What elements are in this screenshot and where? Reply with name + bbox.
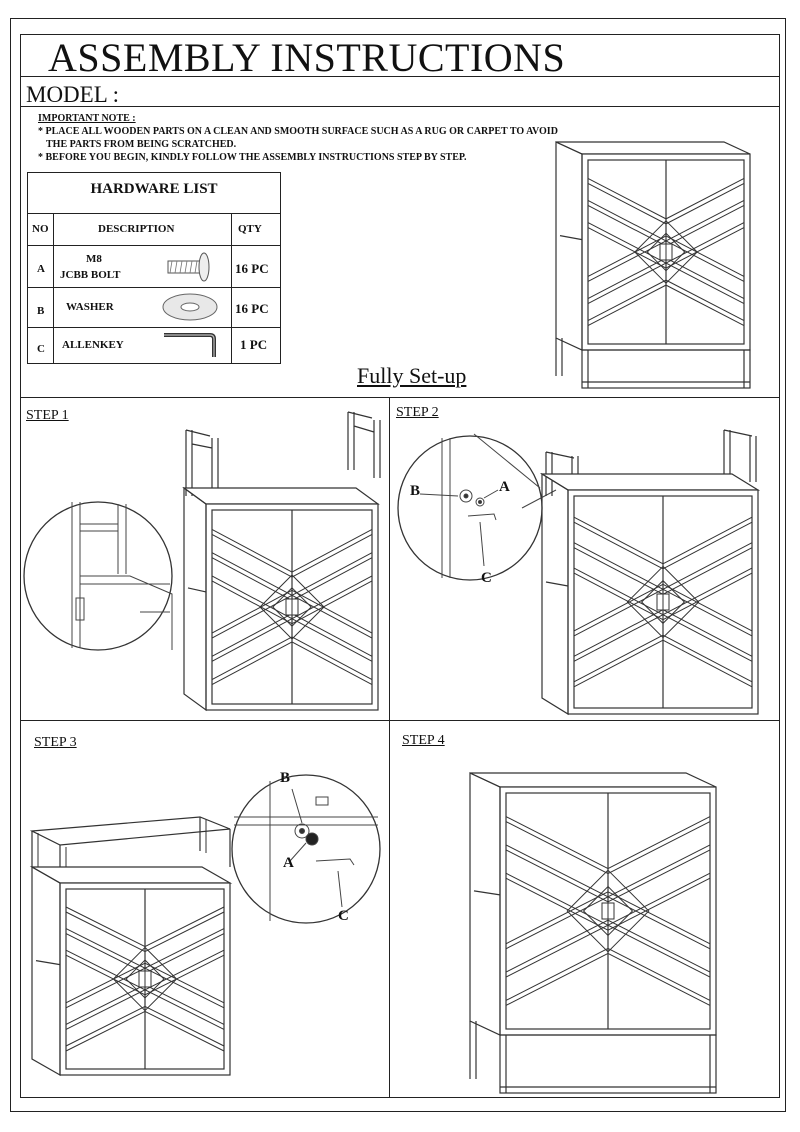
note-line-3: * BEFORE YOU BEGIN, KINDLY FOLLOW THE AS… [38, 152, 467, 163]
row-c-desc: ALLENKEY [62, 339, 124, 351]
note-line-1: * PLACE ALL WOODEN PARTS ON A CLEAN AND … [38, 126, 558, 137]
row-b-no: B [37, 305, 45, 317]
col-qty: QTY [238, 223, 262, 235]
bolt-icon [167, 252, 210, 282]
row-a-qty: 16 PC [235, 261, 269, 276]
step-divider-vertical [389, 397, 390, 1097]
callout-a-step2: A [499, 479, 510, 495]
model-rule [20, 106, 780, 107]
model-label: MODEL : [26, 82, 120, 107]
hardware-table: HARDWARE LIST NO DESCRIPTION QTY A M8 JC… [27, 172, 281, 364]
callout-c-step3: C [338, 908, 349, 924]
col-no: NO [32, 223, 49, 235]
allen-key-icon [164, 333, 216, 357]
row-b-desc: WASHER [66, 301, 114, 313]
washer-icon [162, 293, 218, 321]
row-a-desc2: JCBB BOLT [60, 269, 121, 281]
hardware-title: HARDWARE LIST [90, 181, 218, 197]
cabinet-fully-set-up [555, 141, 751, 389]
row-a-desc1: M8 [86, 253, 102, 265]
step-1-label: STEP 1 [26, 408, 69, 423]
callout-a-step3: A [283, 855, 294, 871]
step-2-illustration [397, 429, 761, 716]
step-3-label: STEP 3 [34, 735, 77, 750]
callout-b-step3: B [280, 770, 291, 786]
step-4-label: STEP 4 [402, 733, 445, 748]
title-rule [20, 76, 780, 77]
row-c-qty: 1 PC [240, 337, 268, 352]
callout-b-step2: B [410, 483, 421, 499]
row-c-no: C [37, 343, 45, 355]
col-description: DESCRIPTION [98, 223, 175, 235]
step-3-illustration [29, 774, 381, 1077]
step-divider-middle [20, 720, 780, 721]
note-line-2: THE PARTS FROM BEING SCRATCHED. [46, 139, 237, 150]
step-4-illustration [469, 772, 717, 1094]
step-2-label: STEP 2 [396, 405, 439, 420]
row-b-qty: 16 PC [235, 301, 269, 316]
row-a-no: A [37, 263, 45, 275]
outer-frame [10, 18, 786, 1112]
step-divider-top [20, 397, 780, 398]
fully-set-up-label: Fully Set-up [357, 363, 467, 388]
callout-c-step2: C [481, 570, 492, 586]
page-title: ASSEMBLY INSTRUCTIONS [48, 35, 566, 80]
step-1-illustration [23, 411, 381, 712]
inner-frame [20, 34, 780, 1098]
note-heading: IMPORTANT NOTE : [38, 113, 136, 124]
